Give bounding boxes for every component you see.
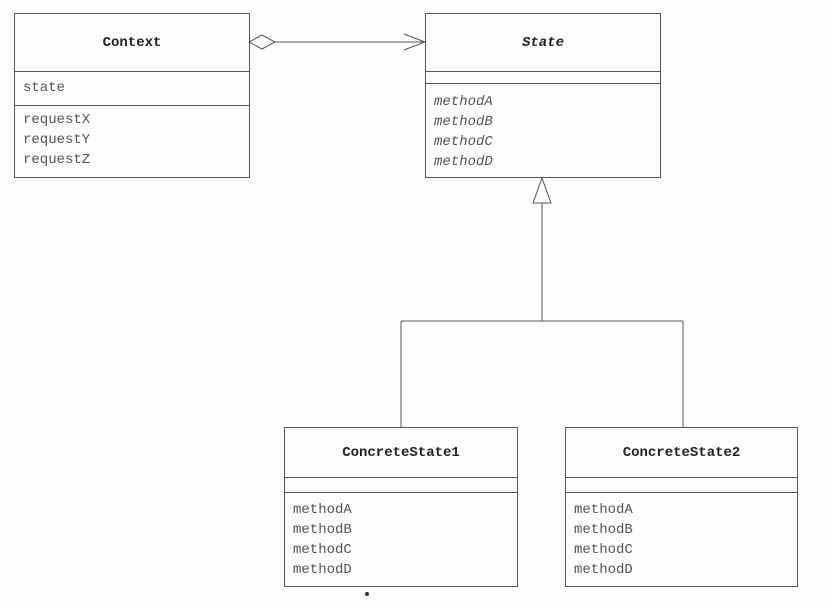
method-methodD: methodD bbox=[574, 562, 633, 578]
method-methodB: methodB bbox=[293, 522, 352, 538]
generalization-concretestates-state bbox=[400, 176, 684, 427]
class-methods: methodA methodB methodC methodD bbox=[566, 493, 797, 580]
method-methodA: methodA bbox=[434, 94, 493, 110]
method-methodB: methodB bbox=[434, 114, 493, 130]
method-methodA: methodA bbox=[293, 502, 352, 518]
attribute-state: state bbox=[23, 80, 66, 96]
method-requestX: requestX bbox=[23, 112, 91, 128]
class-attributes bbox=[566, 478, 797, 493]
method-methodC: methodC bbox=[434, 134, 493, 150]
method-methodB: methodB bbox=[574, 522, 633, 538]
stray-dot bbox=[365, 592, 369, 596]
class-name: State bbox=[426, 14, 660, 72]
class-name: ConcreteState2 bbox=[566, 428, 797, 478]
class-concretestate1: ConcreteState1 methodA methodB methodC m… bbox=[284, 427, 518, 587]
method-requestY: requestY bbox=[23, 132, 91, 148]
class-attributes bbox=[426, 72, 660, 84]
method-methodD: methodD bbox=[293, 562, 352, 578]
class-attributes bbox=[285, 478, 517, 493]
class-state: State methodA methodB methodC methodD bbox=[425, 13, 661, 178]
method-methodA: methodA bbox=[574, 502, 633, 518]
class-methods: methodA methodB methodC methodD bbox=[426, 84, 660, 172]
class-attributes: state bbox=[15, 72, 249, 106]
method-requestZ: requestZ bbox=[23, 152, 91, 168]
class-name: ConcreteState1 bbox=[285, 428, 517, 478]
class-methods: requestX requestY requestZ bbox=[15, 106, 249, 170]
class-context: Context state requestX requestY requestZ bbox=[14, 13, 250, 178]
class-methods: methodA methodB methodC methodD bbox=[285, 493, 517, 580]
class-concretestate2: ConcreteState2 methodA methodB methodC m… bbox=[565, 427, 798, 587]
method-methodC: methodC bbox=[574, 542, 633, 558]
method-methodC: methodC bbox=[293, 542, 352, 558]
class-name: Context bbox=[15, 14, 249, 72]
aggregation-context-state bbox=[247, 33, 427, 51]
method-methodD: methodD bbox=[434, 154, 493, 170]
